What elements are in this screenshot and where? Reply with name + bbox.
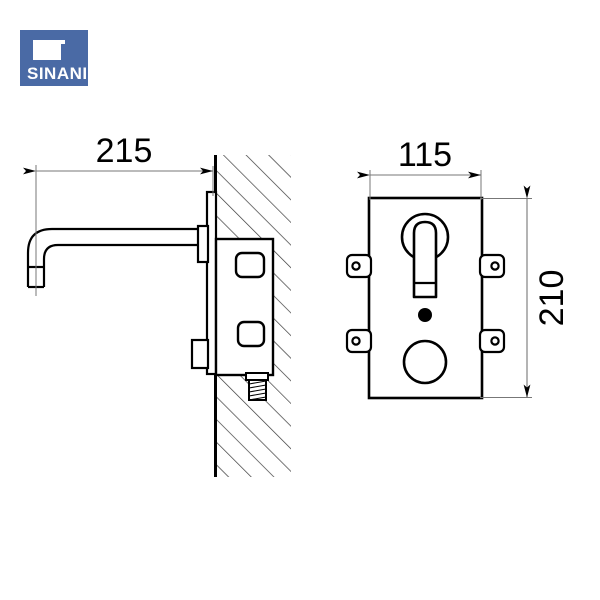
dim-210-label: 210	[533, 270, 571, 327]
mounting-tabs	[345, 253, 506, 354]
brand-logo: SINANI	[20, 30, 88, 86]
mounting-tab-left-lower	[345, 328, 373, 354]
logo-mark-bar	[61, 44, 67, 62]
threaded-connector	[245, 372, 269, 401]
spout-collar	[196, 224, 210, 264]
spout-inner-edge	[42, 243, 198, 287]
dim-115-label: 115	[398, 136, 452, 174]
logo-mark-upper	[33, 40, 65, 60]
box-window-lower	[236, 320, 266, 348]
connector-thread-lines	[248, 380, 267, 401]
plate-side-boss	[190, 338, 210, 370]
box-window-upper	[234, 251, 266, 279]
sensor-dot	[418, 308, 432, 322]
dimension-215: 215	[23, 132, 214, 240]
mounting-tab-left-upper	[345, 253, 373, 279]
concealed-box	[214, 237, 275, 377]
lower-circle	[402, 339, 448, 385]
logo-mark-notch	[65, 40, 85, 50]
dimension-115: 115	[357, 136, 482, 200]
dim-215-label: 215	[96, 132, 153, 170]
wall-plate	[190, 190, 218, 376]
spout-slot-body	[412, 220, 438, 299]
dimension-210: 210	[480, 185, 571, 398]
mounting-tab-right-lower	[478, 328, 506, 354]
spout-outer-edge	[26, 227, 198, 287]
logo-wordmark: SINANI	[27, 64, 88, 83]
mounting-tab-right-upper	[478, 253, 506, 279]
spout-arm	[26, 227, 198, 289]
connector-flange	[245, 372, 269, 381]
spout-slot	[412, 220, 438, 299]
